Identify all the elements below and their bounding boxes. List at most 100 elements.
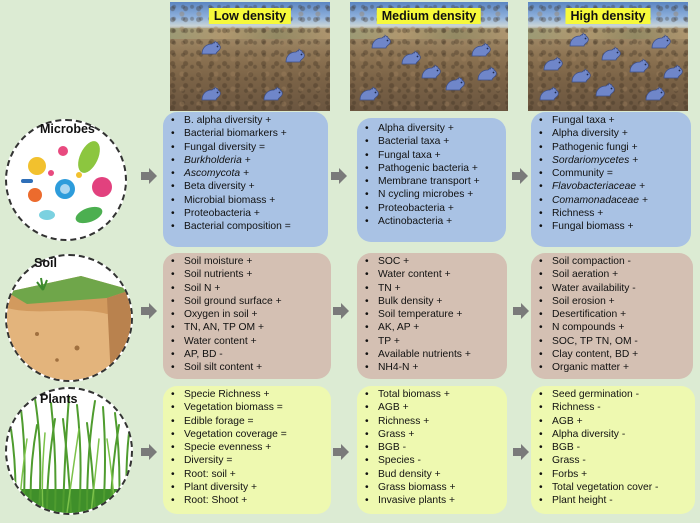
list-item: Alpha diversity + <box>365 122 500 135</box>
list-item: Sordariomycetes + <box>539 154 685 167</box>
list-item: NH4-N + <box>365 361 501 374</box>
list-item: Root: soil + <box>171 468 325 481</box>
list-item: Soil compaction - <box>539 255 687 268</box>
list-item: BGB - <box>365 441 501 454</box>
list-item: Soil N + <box>171 282 325 295</box>
arrow-icon <box>512 168 528 184</box>
list-item: AK, AP + <box>365 321 501 334</box>
pika-icon <box>650 34 672 51</box>
arrow-icon <box>333 303 349 319</box>
list-item: Flavobacteriaceae + <box>539 180 685 193</box>
pika-icon <box>470 42 492 59</box>
plants-low-density-box: Specie Richness + Vegetation biomass = E… <box>163 386 331 514</box>
list-item: Actinobacteria + <box>365 215 500 228</box>
list-item: Soil aeration + <box>539 268 687 281</box>
pika-icon <box>570 68 592 85</box>
list-item: Alpha diversity + <box>539 127 685 140</box>
pika-icon <box>600 46 622 63</box>
plants-row-label: Plants <box>40 392 78 406</box>
list-item: Soil erosion + <box>539 295 687 308</box>
microbes-icon <box>21 141 112 224</box>
list-item: Forbs + <box>539 468 689 481</box>
pika-icon <box>542 56 564 73</box>
list-item: Grass + <box>365 428 501 441</box>
list-item: Fungal taxa + <box>539 114 685 127</box>
list-item: Root: Shoot + <box>171 494 325 507</box>
pika-icon <box>594 82 616 99</box>
arrow-icon <box>331 168 347 184</box>
list-item: TP + <box>365 335 501 348</box>
pika-icon <box>284 48 306 65</box>
list-item: SOC + <box>365 255 501 268</box>
pika-icon <box>262 86 284 103</box>
soil-medium-density-box: SOC + Water content + TN + Bulk density … <box>357 253 507 379</box>
list-item: Invasive plants + <box>365 494 501 507</box>
plants-illustration <box>5 387 133 515</box>
soil-illustration <box>5 254 133 382</box>
arrow-icon <box>513 444 529 460</box>
list-item: Organic matter + <box>539 361 687 374</box>
arrow-icon <box>513 303 529 319</box>
list-item: Bud density + <box>365 468 501 481</box>
list-item: Soil moisture + <box>171 255 325 268</box>
list-item: BGB - <box>539 441 689 454</box>
list-item: N compounds + <box>539 321 687 334</box>
arrow-icon <box>333 444 349 460</box>
list-item: SOC, TP TN, OM - <box>539 335 687 348</box>
list-item: Richness - <box>539 401 689 414</box>
low-density-label: Low density <box>208 8 292 24</box>
list-item: Soil nutrients + <box>171 268 325 281</box>
list-item: Vegetation coverage = <box>171 428 325 441</box>
list-item: Water availability - <box>539 282 687 295</box>
pika-icon <box>444 76 466 93</box>
list-item: Fungal taxa + <box>365 149 500 162</box>
list-item: Plant height - <box>539 494 689 507</box>
list-item: TN + <box>365 282 501 295</box>
list-item: Seed germination - <box>539 388 689 401</box>
pika-icon <box>400 50 422 67</box>
list-item: Plant diversity + <box>171 481 325 494</box>
list-item: Total vegetation cover - <box>539 481 689 494</box>
soil-row-label: Soil <box>34 256 57 270</box>
pika-icon <box>568 32 590 49</box>
list-item: Specie Richness + <box>171 388 325 401</box>
list-item: B. alpha diversity + <box>171 114 322 127</box>
list-item: Desertification + <box>539 308 687 321</box>
list-item: Microbial biomass + <box>171 194 322 207</box>
microbes-row-label: Microbes <box>40 122 95 136</box>
microbes-illustration <box>5 119 127 241</box>
list-item: Species - <box>365 454 501 467</box>
list-item: Pathogenic fungi + <box>539 141 685 154</box>
list-item: Oxygen in soil + <box>171 308 325 321</box>
list-item: TN, AN, TP OM + <box>171 321 325 334</box>
list-item: Richness + <box>539 207 685 220</box>
high-density-photo: High density <box>528 2 688 111</box>
list-item: Proteobacteria + <box>365 202 500 215</box>
list-item: Fungal diversity = <box>171 141 322 154</box>
list-item: Community = <box>539 167 685 180</box>
list-item: Richness + <box>365 415 501 428</box>
arrow-icon <box>141 168 157 184</box>
soil-low-density-box: Soil moisture + Soil nutrients + Soil N … <box>163 253 331 379</box>
pika-icon <box>420 64 442 81</box>
microbes-high-density-box: Fungal taxa + Alpha diversity + Pathogen… <box>531 112 691 247</box>
list-item: AGB + <box>365 401 501 414</box>
microbes-medium-density-box: Alpha diversity + Bacterial taxa + Funga… <box>357 118 506 242</box>
pika-icon <box>662 64 684 81</box>
high-density-label: High density <box>565 8 651 24</box>
list-item: N cycling microbes + <box>365 188 500 201</box>
soil-high-density-box: Soil compaction - Soil aeration + Water … <box>531 253 693 379</box>
list-item: Diversity = <box>171 454 325 467</box>
list-item: AGB + <box>539 415 689 428</box>
list-item: Soil temperature + <box>365 308 501 321</box>
soil-icon <box>7 276 131 380</box>
list-item: Available nutrients + <box>365 348 501 361</box>
low-density-photo: Low density <box>170 2 330 111</box>
list-item: Fungal biomass + <box>539 220 685 233</box>
microbes-low-density-box: B. alpha diversity + Bacterial biomarker… <box>163 112 328 247</box>
medium-density-photo: Medium density <box>350 2 508 111</box>
list-item: Comamonadaceae + <box>539 194 685 207</box>
list-item: Bulk density + <box>365 295 501 308</box>
list-item: Vegetation biomass = <box>171 401 325 414</box>
list-item: Edible forage = <box>171 415 325 428</box>
